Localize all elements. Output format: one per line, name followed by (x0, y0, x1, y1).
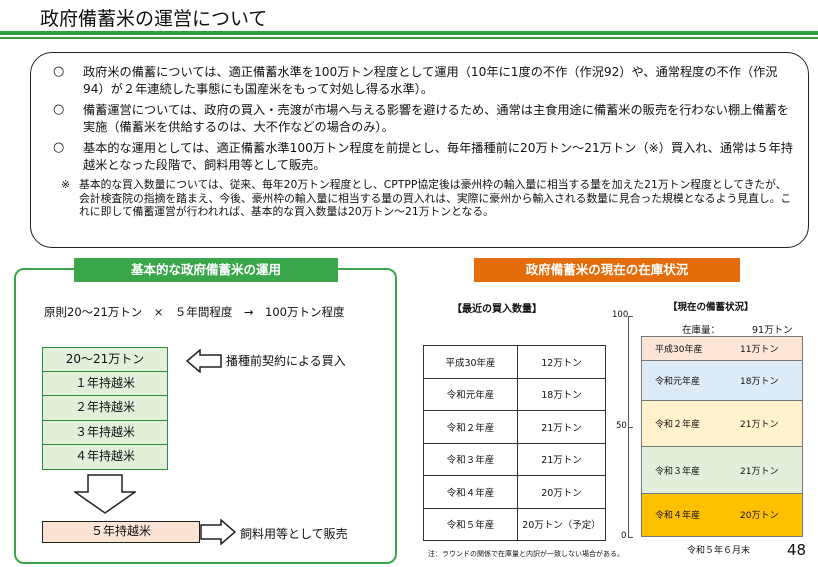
purchase-table: 平成30年産 12万トン 令和元年産 18万トン 令和２年産 21万トン 令和３… (423, 345, 606, 541)
down-arrow-icon (74, 474, 136, 514)
table-cell-year: 令和３年産 (423, 442, 518, 476)
page-number: 48 (787, 541, 807, 559)
summary-bullet: ○ 政府米の備蓄については、適正備蓄水準を100万トン程度として運用（10年に1… (51, 64, 794, 97)
note-asterisk-icon: ※ (61, 178, 71, 191)
segment-value-label: 18万トン (740, 377, 779, 388)
table-cell-amount: 12万トン (517, 345, 606, 379)
summary-bullet: ○ 基本的な運用としては、適正備蓄水準100万トン程度を前提とし、毎年播種前に2… (51, 140, 794, 173)
table-row: 令和２年産 21万トン (423, 410, 606, 444)
stock-bar-segment: 令和元年産 18万トン (641, 360, 803, 400)
table-row: 令和４年産 20万トン (423, 475, 606, 509)
stock-bar-segment: 平成30年産 11万トン (641, 335, 803, 361)
table-cell-year: 令和２年産 (423, 410, 518, 444)
left-arrow-icon (186, 349, 222, 373)
stock-caption: 【現在の備蓄状況】 (668, 302, 754, 313)
segment-value-label: 11万トン (740, 345, 779, 356)
stack-cell: 20～21万トン (42, 347, 168, 372)
y-axis-tick (628, 426, 633, 428)
segment-year-label: 令和４年産 (655, 511, 701, 522)
summary-note: ※ 基本的な買入数量については、従来、毎年20万トン程度とし、CPTPP協定後は… (51, 178, 794, 219)
table-cell-amount: 21万トン (517, 442, 606, 476)
bullet-circle-icon: ○ (53, 64, 65, 79)
stock-total-label: 在庫量： (682, 325, 721, 336)
segment-value-label: 20万トン (740, 511, 779, 522)
table-cell-year: 平成30年産 (423, 345, 518, 379)
final-year-cell: ５年持越米 (42, 521, 200, 543)
table-cell-amount: 20万トン（予定） (517, 507, 606, 541)
purchase-caption: 【最近の買入数量】 (452, 304, 542, 315)
sale-arrow-label: 飼料用等として販売 (240, 527, 348, 541)
segment-year-label: 令和元年産 (655, 377, 701, 388)
operation-principle: 原則20～21万トン × ５年間程度 → 100万トン程度 (44, 305, 345, 319)
y-axis-tick (628, 537, 633, 538)
stock-bar-segment: 令和３年産 21万トン (641, 446, 803, 493)
stack-cell: ２年持越米 (42, 396, 168, 421)
summary-bullet-text: 政府米の備蓄については、適正備蓄水準を100万トン程度として運用（10年に1度の… (83, 65, 778, 96)
table-cell-amount: 18万トン (517, 377, 606, 411)
stock-stacked-bar: 令和４年産 20万トン 令和３年産 21万トン 令和２年産 21万トン 令和元年産 18万トン… (641, 335, 803, 537)
table-row: 平成30年産 12万トン (423, 345, 606, 379)
inventory-footnote: 注：ラウンドの関係で在庫量と内訳が一致しない場合がある。 (428, 550, 624, 558)
operation-header: 基本的な政府備蓄米の運用 (74, 258, 338, 282)
table-cell-year: 令和５年産 (423, 507, 518, 541)
bullet-circle-icon: ○ (53, 140, 65, 155)
stack-cell: ３年持越米 (42, 420, 168, 446)
summary-box: ○ 政府米の備蓄については、適正備蓄水準を100万トン程度として運用（10年に1… (30, 52, 809, 248)
table-row: 令和３年産 21万トン (423, 442, 606, 476)
segment-value-label: 21万トン (740, 420, 779, 431)
table-row: 令和元年産 18万トン (423, 377, 606, 411)
title-rule-thin (0, 37, 818, 39)
inventory-header: 政府備蓄米の現在の在庫状況 (474, 258, 740, 282)
page-title: 政府備蓄米の運営について (40, 8, 268, 30)
purchase-arrow-label: 播種前契約による買入 (226, 354, 346, 368)
stock-date-label: 令和５年６月末 (687, 546, 751, 556)
bullet-circle-icon: ○ (53, 102, 65, 117)
segment-year-label: 平成30年産 (655, 345, 703, 356)
stock-year-stack: 20～21万トン １年持越米 ２年持越米 ３年持越米 ４年持越米 (42, 347, 168, 470)
table-cell-year: 令和元年産 (423, 377, 518, 411)
summary-note-text: 基本的な買入数量については、従来、毎年20万トン程度とし、CPTPP協定後は豪州… (79, 178, 792, 218)
summary-bullet-text: 備蓄運営については、政府の買入・売渡が市場へ与える影響を避けるため、通常は主食用… (83, 103, 789, 134)
summary-bullet-text: 基本的な運用としては、適正備蓄水準100万トン程度を前提とし、毎年播種前に20万… (83, 141, 793, 172)
summary-bullet: ○ 備蓄運営については、政府の買入・売渡が市場へ与える影響を避けるため、通常は主… (51, 102, 794, 135)
stock-total-value: 91万トン (752, 325, 793, 336)
right-arrow-icon (200, 519, 236, 545)
stack-cell: １年持越米 (42, 371, 168, 397)
table-cell-year: 令和４年産 (423, 475, 518, 509)
segment-value-label: 21万トン (740, 466, 779, 477)
segment-year-label: 令和２年産 (655, 420, 701, 431)
stack-cell: ４年持越米 (42, 445, 168, 470)
table-row: 令和５年産 20万トン（予定） (423, 507, 606, 541)
table-cell-amount: 21万トン (517, 410, 606, 444)
table-cell-amount: 20万トン (517, 475, 606, 509)
title-rule (0, 31, 818, 35)
stock-bar-segment: 令和４年産 20万トン (641, 492, 803, 537)
stock-bar-segment: 令和２年産 21万トン (641, 399, 803, 447)
y-axis-tick-label: 100 (612, 310, 629, 320)
y-axis-tick-label: 0 (621, 531, 627, 541)
y-axis-tick (628, 316, 633, 317)
segment-year-label: 令和３年産 (655, 466, 701, 477)
y-axis-tick-label: 50 (616, 420, 627, 431)
